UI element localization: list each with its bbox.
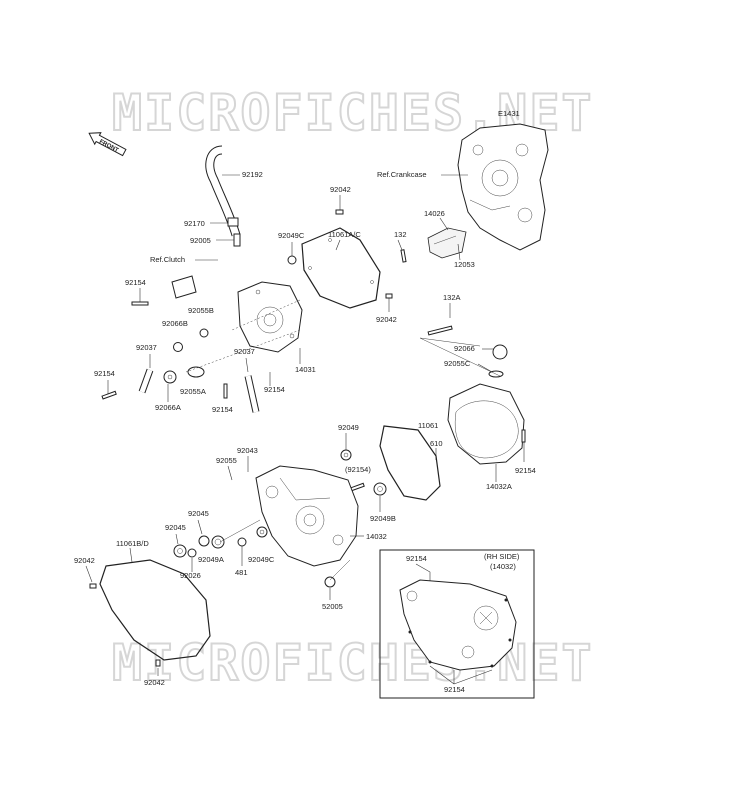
part-label-p92037-l: 92037 [136, 343, 157, 352]
part-label-p92045-b: 92045 [165, 523, 186, 532]
part-label-p92066b: 92066B [162, 319, 188, 328]
part-label-p11061bd: 11061B/D [116, 539, 149, 548]
part-label-p14026: 14026 [424, 209, 445, 218]
part-label-p52005: 52005 [322, 602, 343, 611]
part-label-p610: 610 [430, 439, 443, 448]
part-label-p92049c-top: 92049C [278, 231, 305, 240]
part-label-p92154-e: (92154) [345, 465, 371, 474]
inset-rh-side: (RH SIDE) (14032) 92154 92154 [379, 549, 535, 699]
part-label-p92049b: 92049B [370, 514, 396, 523]
ref-crankcase-label: Ref.Crankcase [377, 170, 427, 179]
part-label-p92154-a: 92154 [125, 278, 146, 287]
part-label-p92192: 92192 [242, 170, 263, 179]
clutch-cover-drawing [237, 281, 303, 353]
gasket-11061bd [99, 559, 211, 661]
part-label-p92045-a: 92045 [188, 509, 209, 518]
part-label-p92154-f: 92154 [515, 466, 536, 475]
part-label-p92154-d: 92154 [264, 385, 285, 394]
part-label-p92042-bot: 92042 [144, 678, 165, 687]
part-label-p92055: 92055 [216, 456, 237, 465]
gasket-11061 [379, 425, 441, 501]
part-label-p14031: 14031 [295, 365, 316, 374]
crankcase-drawing [457, 123, 549, 251]
part-label-p14032a: 14032A [486, 482, 512, 491]
part-label-p14032: 14032 [366, 532, 387, 541]
gasket-11061ac [301, 227, 381, 309]
cover-14032a [447, 383, 525, 465]
part-label-title-line2: (14032) [490, 562, 516, 571]
ref-clutch-label: Ref.Clutch [150, 255, 185, 264]
part-92170 [227, 217, 239, 227]
part-label-p92042-top: 92042 [330, 185, 351, 194]
part-label-p132: 132 [394, 230, 407, 239]
part-label-p92049a: 92049A [198, 555, 224, 564]
part-label-p92026: 92026 [180, 571, 201, 580]
part-label-p11061ac: 11061A/C [328, 230, 361, 239]
part-label-p92049: 92049 [338, 423, 359, 432]
part-label-p92066: 92066 [454, 344, 475, 353]
part-label-p11061: 11061 [418, 421, 438, 430]
guide-lines [185, 299, 501, 581]
part-label-p92154-inset-bot: 92154 [444, 685, 465, 694]
diagram-code: E1431 [498, 109, 520, 118]
part-label-p12053: 12053 [454, 260, 475, 269]
part-label-p92037-r: 92037 [234, 347, 255, 356]
part-label-p132a: 132A [443, 293, 461, 302]
cover-14032 [255, 465, 359, 567]
part-label-p92049c-bot: 92049C [248, 555, 275, 564]
part-label-p92055c: 92055C [444, 359, 471, 368]
watermark-bottom: MICROFICHES.NET [112, 634, 594, 692]
part-label-p92154-c: 92154 [212, 405, 233, 414]
clutch-release-part [171, 275, 197, 299]
part-label-p92055a: 92055A [180, 387, 206, 396]
part-14026 [427, 227, 467, 259]
part-label-p92154-b: 92154 [94, 369, 115, 378]
part-label-p481: 481 [235, 568, 248, 577]
part-label-p92005: 92005 [190, 236, 211, 245]
part-label-p92055b: 92055B [188, 306, 214, 315]
part-label-p92042-left: 92042 [74, 556, 95, 565]
part-label-p92043: 92043 [237, 446, 258, 455]
part-label-p92042-mid: 92042 [376, 315, 397, 324]
part-label-p92170: 92170 [184, 219, 205, 228]
part-label-p92066a: 92066A [155, 403, 181, 412]
part-92005 [233, 233, 241, 247]
part-label-title-line1: (RH SIDE) [484, 552, 520, 561]
part-label-p92154-inset-top: 92154 [406, 554, 427, 563]
